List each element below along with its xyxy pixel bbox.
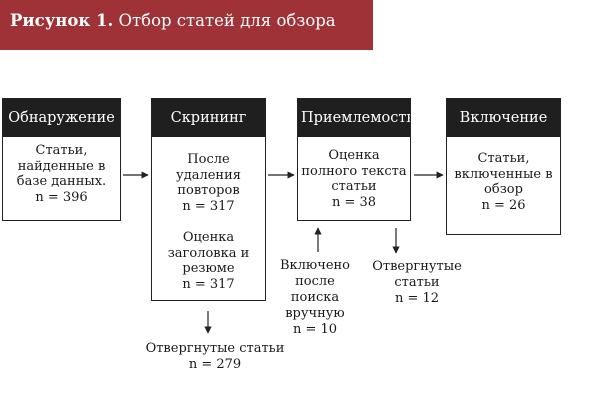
stage-eligibility-count: n = 38 bbox=[331, 194, 377, 210]
stage-eligibility-line: Оценка bbox=[328, 148, 380, 163]
eligibility-rejected-line: статьи bbox=[394, 275, 440, 290]
stage-screening-body-dedup: После удаления повторов n = 317 bbox=[152, 152, 265, 214]
stage-discovery-box: Обнаружение Статьи, найденные в базе дан… bbox=[2, 98, 121, 221]
stage-inclusion-count: n = 26 bbox=[481, 197, 526, 213]
stage-inclusion-line: Статьи, bbox=[477, 151, 530, 166]
stage-screening-count-dedup: n = 317 bbox=[182, 198, 235, 214]
stage-inclusion-body: Статьи, включенные в обзор n = 26 bbox=[447, 151, 560, 213]
stage-screening-line: Оценка bbox=[182, 230, 235, 245]
stage-screening-body-abstract: Оценка заголовка и резюме n = 317 bbox=[152, 230, 265, 292]
stage-inclusion-line: включенные в bbox=[454, 166, 553, 182]
stage-discovery-line: базе данных. bbox=[16, 174, 107, 189]
stage-screening-line: повторов bbox=[177, 183, 240, 198]
stage-eligibility-box: Приемлемость Оценка полного текста стать… bbox=[297, 98, 411, 221]
screening-rejected-note: Отвергнутые статьи n = 279 bbox=[140, 341, 290, 373]
stage-eligibility-body: Оценка полного текста статьи n = 38 bbox=[298, 148, 410, 210]
stage-screening-box: Скрининг После удаления повторов n = 317… bbox=[151, 98, 266, 301]
manual-included-note: Включено после поиска вручную n = 10 bbox=[272, 258, 358, 338]
stage-screening-count-abstract: n = 317 bbox=[182, 276, 235, 292]
stage-inclusion-line: обзор bbox=[484, 182, 523, 197]
stage-eligibility-line: статьи bbox=[331, 179, 377, 194]
stage-screening-header: Скрининг bbox=[152, 99, 265, 137]
screening-rejected-count: n = 279 bbox=[188, 357, 242, 372]
eligibility-rejected-line: Отвергнутые bbox=[372, 259, 462, 274]
stage-discovery-body: Статьи, найденные в базе данных. n = 396 bbox=[3, 143, 120, 205]
stage-eligibility-header: Приемлемость bbox=[298, 99, 410, 137]
stage-screening-line: удаления bbox=[176, 167, 241, 183]
eligibility-rejected-note: Отвергнутые статьи n = 12 bbox=[362, 259, 472, 307]
stage-inclusion-header: Включение bbox=[447, 99, 560, 137]
manual-included-line: вручную bbox=[285, 306, 345, 321]
stage-discovery-line: найденные в bbox=[17, 158, 106, 174]
figure-title-caption: Отбор статей для обзора bbox=[113, 11, 336, 30]
eligibility-rejected-count: n = 12 bbox=[394, 291, 440, 306]
stage-discovery-count: n = 396 bbox=[35, 189, 88, 205]
stage-screening-line: резюме bbox=[182, 261, 235, 276]
stage-inclusion-box: Включение Статьи, включенные в обзор n =… bbox=[446, 98, 561, 235]
manual-included-line: Включено bbox=[279, 258, 351, 273]
figure-title: Рисунок 1. Отбор статей для обзора bbox=[10, 11, 336, 30]
figure-title-bar: Рисунок 1. Отбор статей для обзора bbox=[0, 0, 373, 50]
stage-discovery-line: Статьи, bbox=[35, 143, 88, 158]
manual-included-count: n = 10 bbox=[292, 322, 338, 337]
manual-included-line: после bbox=[295, 274, 335, 289]
stage-screening-line: заголовка и bbox=[167, 245, 250, 261]
screening-rejected-text: Отвергнутые статьи bbox=[145, 341, 285, 356]
stage-discovery-header: Обнаружение bbox=[3, 99, 120, 137]
stage-eligibility-line: полного текста bbox=[301, 163, 407, 179]
figure-title-number: Рисунок 1. bbox=[10, 11, 114, 30]
manual-included-line: поиска bbox=[290, 290, 340, 305]
stage-screening-line: После bbox=[187, 152, 230, 167]
